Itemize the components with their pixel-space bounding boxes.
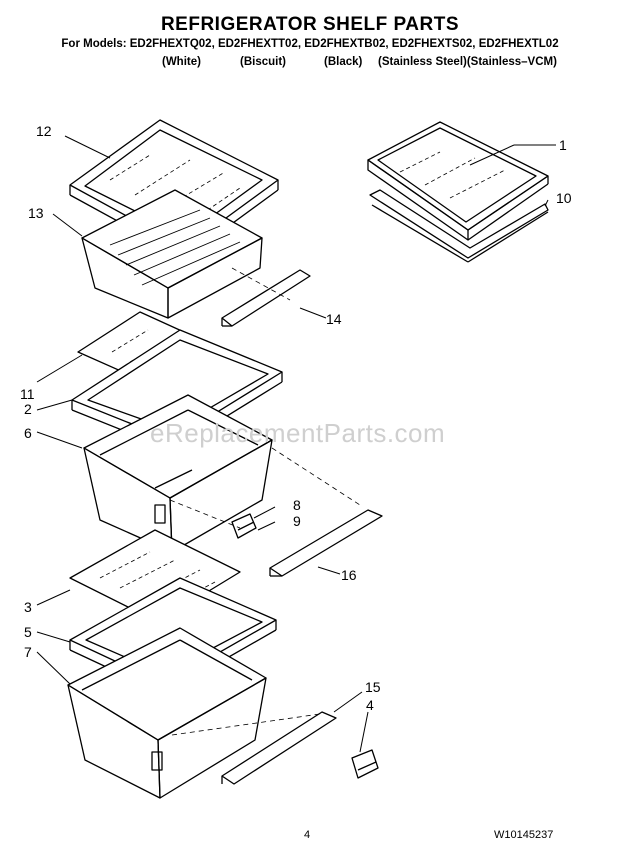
part-clip-8-9	[231, 513, 257, 539]
callout-11: 11	[20, 386, 35, 402]
callout-13: 13	[28, 205, 44, 221]
part-drawer-7	[67, 627, 267, 799]
color-biscuit: (Biscuit)	[240, 56, 286, 68]
callout-15: 15	[365, 679, 381, 695]
callout-5: 5	[24, 624, 32, 640]
color-stainless: (Stainless Steel)(Stainless–VCM)	[378, 56, 557, 68]
callout-16: 16	[341, 567, 357, 583]
watermark: eReplacementParts.com	[150, 418, 446, 448]
color-black: (Black)	[324, 56, 363, 68]
page-title: REFRIGERATOR SHELF PARTS	[160, 14, 460, 35]
part-shelf-glass-1	[367, 121, 549, 241]
callout-4: 4	[366, 697, 374, 713]
callout-9: 9	[293, 513, 301, 529]
part-rail-14	[221, 269, 311, 327]
callout-10: 10	[556, 190, 572, 206]
part-shelf-frame-10	[369, 189, 549, 263]
callout-3: 3	[24, 599, 32, 615]
color-white: (White)	[162, 56, 201, 68]
part-drawer-13	[81, 189, 263, 319]
callout-8: 8	[293, 497, 301, 513]
document-number: W10145237	[494, 829, 554, 841]
callout-14: 14	[326, 311, 342, 327]
callout-12: 12	[36, 123, 52, 139]
part-rail-16	[269, 509, 383, 577]
callout-2: 2	[24, 401, 32, 417]
model-list: For Models: ED2FHEXTQ02, ED2FHEXTT02, ED…	[61, 38, 559, 50]
callout-1: 1	[559, 137, 567, 153]
callout-6: 6	[24, 425, 32, 441]
page-number: 4	[304, 829, 311, 841]
part-rail-15	[221, 711, 337, 785]
part-clip-4	[351, 749, 379, 779]
callout-7: 7	[24, 644, 32, 660]
